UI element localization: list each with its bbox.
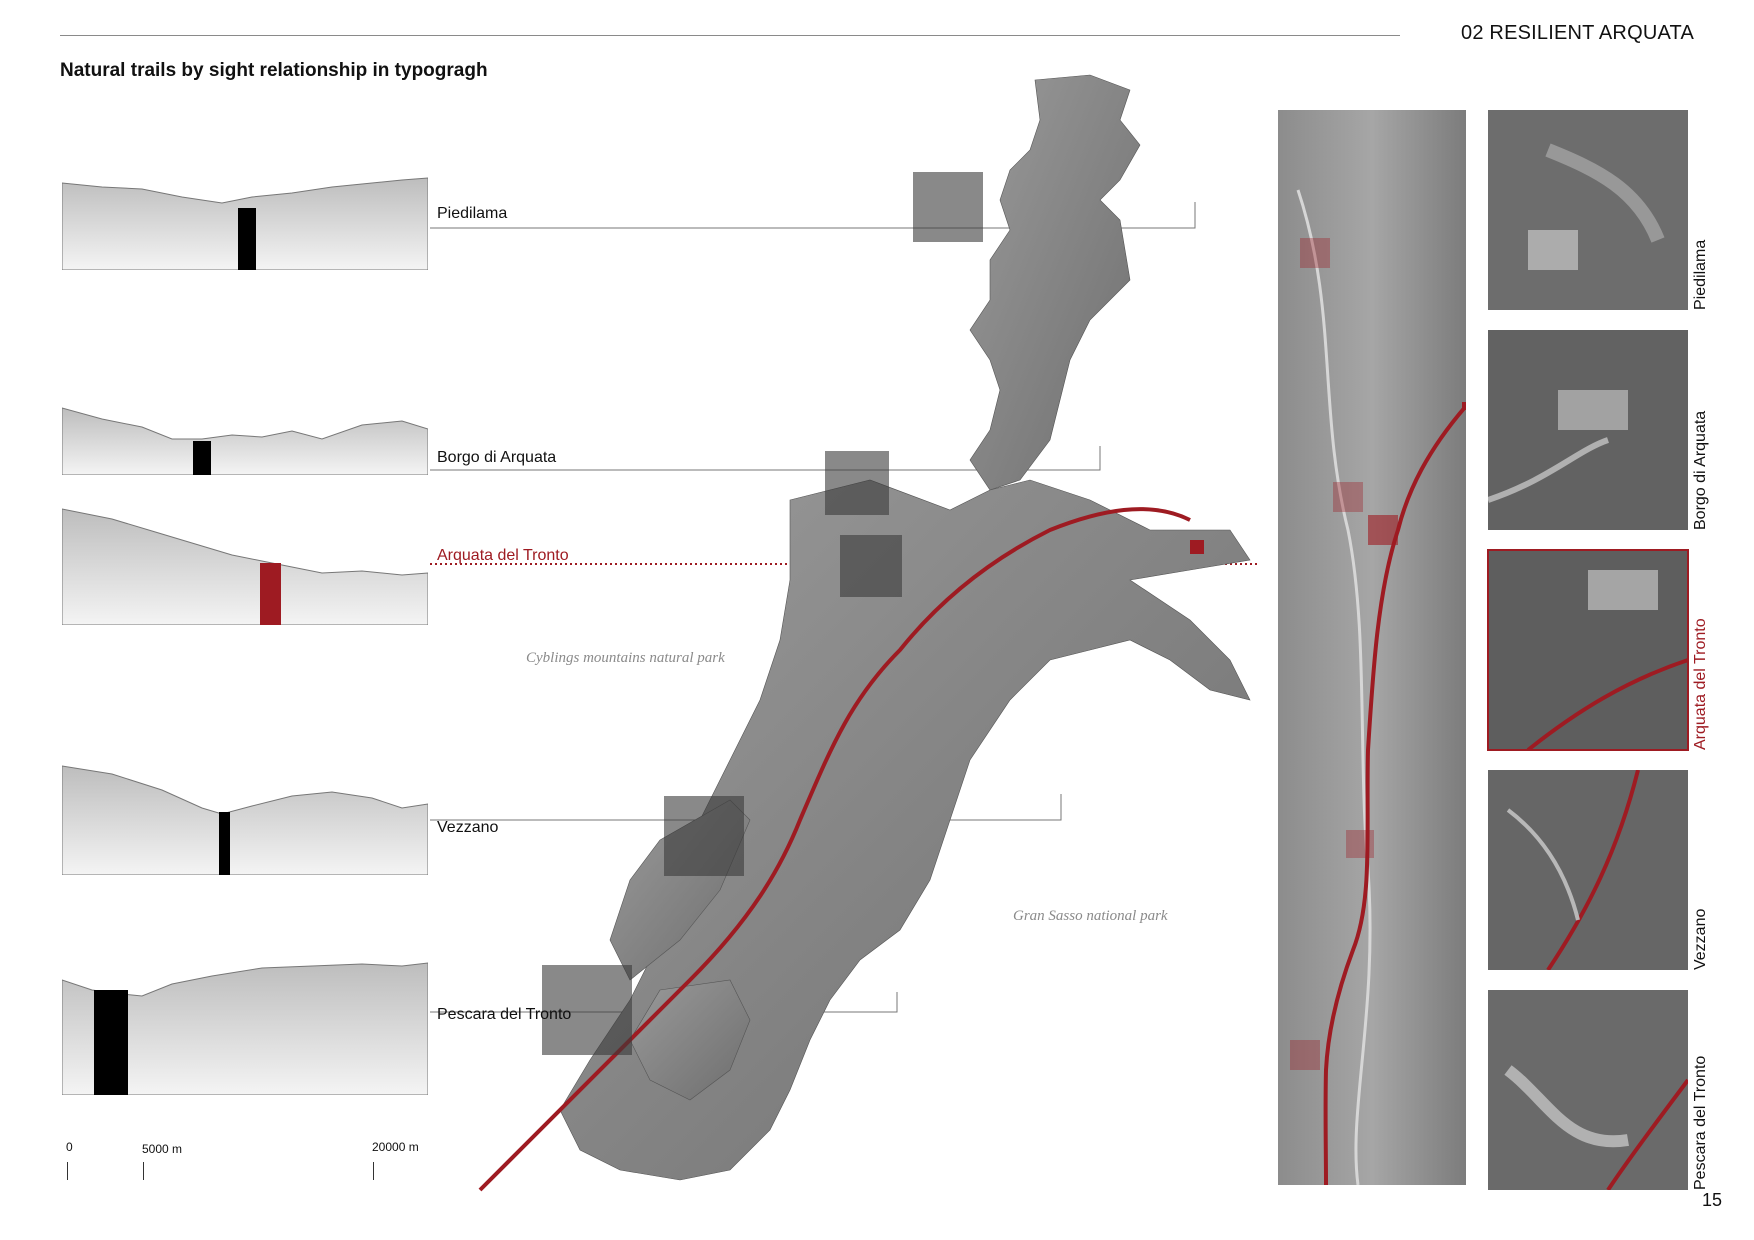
vlabel-pescara: Pescara del Tronto — [1692, 1055, 1709, 1190]
site-box-pescara — [542, 965, 632, 1055]
profile-arquata — [62, 505, 428, 625]
page-number: 15 — [1701, 1190, 1722, 1210]
thumb-pescara — [1488, 990, 1688, 1190]
marker-pescara — [94, 990, 128, 1095]
profile-borgo — [62, 405, 428, 475]
aerial-box-5 — [1290, 1040, 1320, 1070]
aerial-river — [1296, 189, 1372, 1185]
marker-borgo — [193, 441, 211, 475]
vlabel-borgo: Borgo di Arquata — [1692, 410, 1709, 530]
trail-endpoint — [1190, 540, 1204, 554]
profile-piedilama — [62, 175, 428, 270]
section-title: 02 RESILIENT ARQUATA — [1461, 22, 1694, 44]
label-vezzano: Vezzano — [437, 819, 499, 836]
marker-arquata — [260, 563, 281, 625]
label-borgo: Borgo di Arquata — [437, 449, 557, 466]
vlabel-arquata: Arquata del Tronto — [1692, 618, 1709, 750]
aerial-box-2 — [1333, 482, 1363, 512]
scale-tick-1: 5000 m — [142, 1142, 183, 1156]
scale-tick-0: 0 — [66, 1140, 73, 1154]
profile-pescara — [62, 960, 428, 1095]
aerial-strip — [1278, 110, 1466, 1185]
park-label-south: Gran Sasso national park — [1013, 908, 1168, 924]
thumb-vezzano — [1488, 770, 1688, 970]
park-label-north: Cyblings mountains natural park — [526, 650, 725, 666]
header-rule — [60, 35, 1400, 36]
label-arquata: Arquata del Tronto — [437, 547, 569, 564]
terrain-north — [969, 74, 1141, 491]
valley-map — [430, 74, 1260, 1192]
vlabel-vezzano: Vezzano — [1692, 908, 1709, 970]
aerial-trail-start — [1462, 402, 1466, 410]
page-title: Natural trails by sight relationship in … — [60, 60, 488, 81]
marker-piedilama — [238, 208, 256, 270]
scale-bar: 0 5000 m 20000 m — [62, 1140, 442, 1180]
marker-vezzano — [219, 812, 230, 875]
vlabel-piedilama: Piedilama — [1692, 239, 1709, 310]
thumb-arquata — [1487, 549, 1689, 751]
site-box-arquata — [840, 535, 902, 597]
aerial-box-4 — [1346, 830, 1374, 858]
profile-vezzano — [62, 760, 428, 875]
aerial-box-1 — [1300, 238, 1330, 268]
site-box-borgo — [825, 451, 889, 515]
site-box-piedilama — [913, 172, 983, 242]
thumb-piedilama — [1488, 110, 1688, 310]
aerial-box-3 — [1368, 515, 1398, 545]
scale-mark-0 — [67, 1162, 68, 1180]
scale-mark-2 — [373, 1162, 374, 1180]
aerial-trail — [1323, 404, 1466, 1185]
label-piedilama: Piedilama — [437, 205, 508, 222]
site-box-vezzano — [664, 796, 744, 876]
scale-mark-1 — [143, 1162, 144, 1180]
trail-route — [478, 507, 1191, 1192]
label-pescara: Pescara del Tronto — [437, 1006, 572, 1023]
scale-tick-2: 20000 m — [372, 1140, 419, 1154]
thumb-borgo — [1488, 330, 1688, 530]
